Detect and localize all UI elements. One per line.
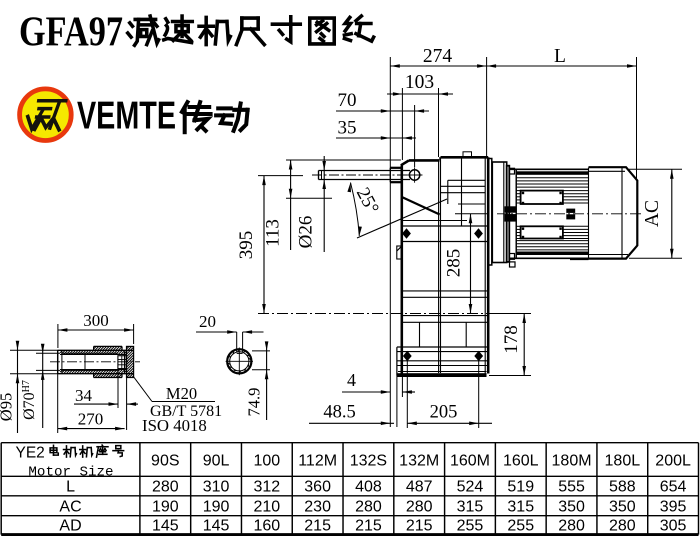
svg-text:160L: 160L: [503, 453, 539, 470]
svg-text:285: 285: [444, 249, 465, 278]
svg-text:90L: 90L: [203, 453, 230, 470]
svg-text:350: 350: [609, 498, 636, 515]
svg-text:113: 113: [263, 219, 284, 247]
svg-text:408: 408: [355, 479, 382, 496]
svg-text:487: 487: [406, 479, 433, 496]
svg-text:280: 280: [152, 479, 179, 496]
svg-text:L: L: [554, 46, 566, 67]
svg-text:178: 178: [501, 325, 522, 354]
svg-text:M20: M20: [166, 384, 197, 403]
svg-text:395: 395: [660, 498, 687, 515]
svg-text:190: 190: [203, 498, 230, 515]
svg-text:180L: 180L: [605, 453, 641, 470]
svg-text:AD: AD: [59, 518, 81, 535]
svg-text:20: 20: [199, 312, 216, 331]
svg-text:132S: 132S: [350, 453, 387, 470]
svg-text:4: 4: [347, 370, 356, 390]
svg-text:GB/T 5781: GB/T 5781: [150, 403, 222, 420]
svg-text:GFA97: GFA97: [19, 10, 123, 56]
svg-text:350: 350: [558, 498, 585, 515]
svg-text:270: 270: [78, 410, 104, 429]
svg-text:280: 280: [609, 518, 636, 535]
svg-text:Motor Size: Motor Size: [28, 464, 113, 480]
svg-text:315: 315: [507, 498, 534, 515]
svg-text:215: 215: [355, 518, 382, 535]
svg-text:519: 519: [507, 479, 534, 496]
svg-text:255: 255: [507, 518, 534, 535]
svg-text:305: 305: [660, 518, 687, 535]
svg-text:YE2: YE2: [16, 445, 45, 462]
svg-text:555: 555: [558, 479, 585, 496]
svg-text:230: 230: [304, 498, 331, 515]
svg-text:190: 190: [152, 498, 179, 515]
svg-text:34: 34: [75, 386, 93, 405]
svg-text:132M: 132M: [399, 453, 439, 470]
svg-text:Ø26: Ø26: [296, 216, 317, 249]
svg-text:160M: 160M: [450, 453, 490, 470]
svg-text:524: 524: [457, 479, 484, 496]
svg-text:AC: AC: [642, 200, 663, 227]
svg-text:210: 210: [254, 498, 281, 515]
svg-text:395: 395: [236, 231, 257, 260]
svg-text:215: 215: [406, 518, 433, 535]
svg-text:L: L: [66, 479, 75, 496]
svg-text:145: 145: [203, 518, 230, 535]
svg-text:112M: 112M: [298, 453, 337, 470]
svg-text:310: 310: [203, 479, 230, 496]
svg-text:280: 280: [355, 498, 382, 515]
svg-text:VEMTE: VEMTE: [77, 95, 176, 138]
svg-text:180M: 180M: [552, 453, 592, 470]
svg-text:100: 100: [254, 453, 281, 470]
svg-text:588: 588: [609, 479, 636, 496]
svg-text:200L: 200L: [655, 453, 691, 470]
svg-text:90S: 90S: [151, 453, 179, 470]
svg-text:103: 103: [405, 72, 434, 93]
svg-text:160: 160: [254, 518, 281, 535]
svg-text:145: 145: [152, 518, 179, 535]
svg-text:35: 35: [338, 118, 357, 139]
svg-text:255: 255: [457, 518, 484, 535]
svg-text:ISO 4018: ISO 4018: [142, 416, 207, 435]
svg-text:280: 280: [558, 518, 585, 535]
svg-text:300: 300: [83, 311, 109, 330]
svg-text:315: 315: [457, 498, 484, 515]
svg-text:Ø95: Ø95: [0, 393, 16, 421]
svg-text:280: 280: [406, 498, 433, 515]
svg-text:48.5: 48.5: [323, 403, 355, 423]
svg-text:274: 274: [423, 46, 453, 67]
svg-text:70: 70: [338, 90, 357, 111]
svg-text:205: 205: [430, 403, 458, 423]
svg-text:360: 360: [304, 479, 331, 496]
svg-text:AC: AC: [59, 498, 81, 515]
svg-text:74.9: 74.9: [245, 388, 264, 417]
svg-text:654: 654: [660, 479, 687, 496]
svg-text:312: 312: [254, 479, 281, 496]
svg-text:215: 215: [304, 518, 331, 535]
